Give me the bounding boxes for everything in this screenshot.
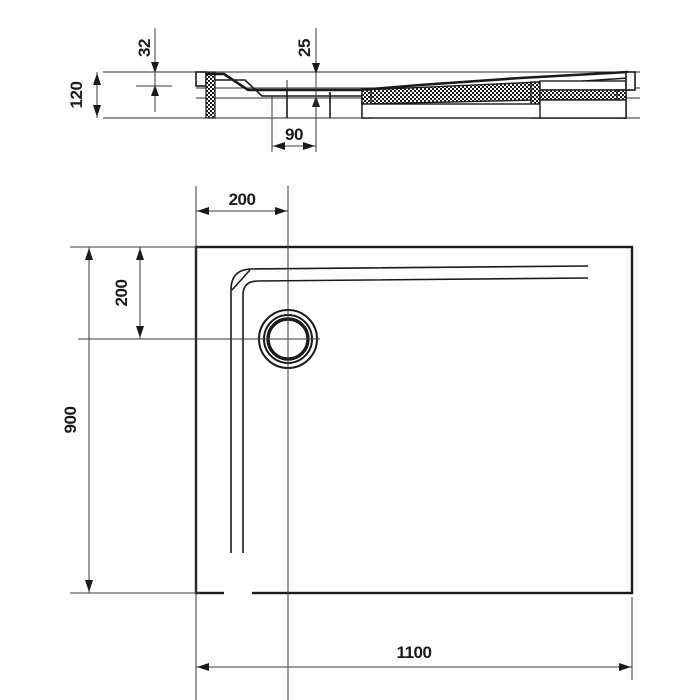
- inner-profile-bottom-mask: [224, 553, 252, 595]
- section-left-rim-notch: [195, 71, 207, 87]
- dim-1100-label: 1100: [397, 643, 432, 662]
- dim-90-label: 90: [285, 125, 303, 144]
- dim-200-v-arrow-top: [136, 248, 144, 260]
- dim-32: 32: [135, 28, 172, 112]
- dim-1100: 1100: [196, 643, 632, 671]
- section-left-support-hatch: [205, 71, 216, 119]
- dim-200-vertical: 200: [112, 247, 144, 339]
- dim-1100-arrow-left: [197, 663, 209, 671]
- dim-200-v-label: 200: [112, 280, 131, 307]
- section-void-pocket: [539, 80, 627, 91]
- dim-900-arrow-top: [85, 248, 93, 260]
- plan-view: 200 200 900 1100: [61, 186, 634, 700]
- dim-25-label: 25: [295, 39, 314, 57]
- dim-32-label: 32: [135, 39, 154, 57]
- section-tray-upper-surface: [206, 70, 629, 92]
- dim-900: 900: [61, 247, 93, 593]
- dim-200-horizontal: 200: [196, 190, 288, 215]
- dim-90: 90: [271, 96, 317, 152]
- dim-200-h-arrow-right: [275, 207, 287, 215]
- dim-1100-arrow-right: [619, 663, 631, 671]
- section-right-rim-notch: [625, 71, 636, 91]
- cross-section-view: 32 25 120 9: [67, 28, 640, 152]
- dim-25-arrow-top: [312, 63, 320, 74]
- dim-200-v-arrow-bottom: [136, 326, 144, 338]
- dim-900-label: 900: [61, 407, 80, 434]
- dim-120-label: 120: [67, 82, 86, 109]
- inner-profile-line-outer: [230, 265, 589, 593]
- inner-profile-line-inner: [242, 277, 589, 593]
- inner-profile-chamfer: [231, 269, 251, 291]
- section-support-hatch-right: [539, 89, 627, 101]
- dim-120-arrow-top: [93, 73, 101, 85]
- dim-90-arrow-left: [273, 142, 285, 150]
- dim-900-arrow-bottom: [85, 580, 93, 592]
- section-right-support-assembly: [361, 71, 636, 119]
- section-lower-void-2: [539, 99, 627, 119]
- dim-32-arrow-bottom: [151, 85, 159, 96]
- dim-120-arrow-bottom: [93, 105, 101, 117]
- tray-outline: [194, 245, 634, 595]
- dim-90-arrow-right: [303, 142, 315, 150]
- dim-32-arrow-top: [151, 62, 159, 73]
- dim-120: 120: [67, 72, 101, 118]
- dim-200-h-arrow-left: [197, 207, 209, 215]
- dim-200-h-label: 200: [229, 190, 256, 209]
